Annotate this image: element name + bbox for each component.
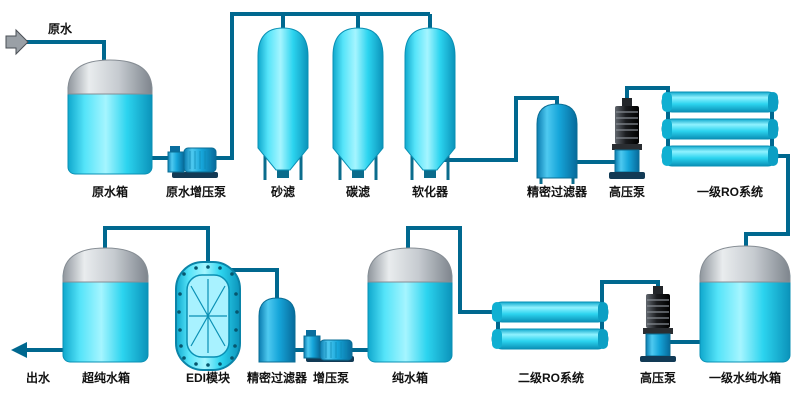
label-edi-module: EDI模块 [186,370,231,385]
label-precision-filter-2: 精密过滤器 [247,370,308,385]
pure-water-tank [367,247,453,363]
label-raw-water-tank: 原水箱 [92,184,128,199]
precision-filter-2-vessel [258,297,296,363]
label-precision-filter-1: 精密过滤器 [527,184,588,199]
label-high-pressure-pump-2: 高压泵 [640,370,676,385]
label-ro-stage-1: 一级RO系统 [697,184,763,199]
booster-pump-2-unit [303,330,354,362]
precision-filter-1-vessel [536,103,578,184]
label-ro-stage-2: 二级RO系统 [518,370,584,385]
edi-module-unit [175,261,241,371]
high-pressure-pump-2-unit [640,286,676,362]
edi-bolts [177,265,239,367]
pipe-ro2-to-pure-tank [406,226,498,314]
label-stage1-pure-tank: 一级水纯水箱 [709,370,781,385]
label-sand-filter: 砂滤 [270,184,295,199]
stage1-pure-water-tank [699,245,791,363]
raw-water-booster-pump [167,146,218,178]
label-ultra-pure-tank: 超纯水箱 [81,370,130,385]
outlet-arrow-icon [11,342,27,358]
label-water-outlet: 出水 [26,370,51,385]
ro-stage-2-membranes [491,301,609,350]
label-booster-pump-2: 增压泵 [313,370,349,385]
high-pressure-pump-1-unit [609,98,645,179]
pipe-filter2-to-edi [228,268,279,302]
pipe-edi-to-ultra-tank [103,226,210,264]
pipe-softener-to-filter1 [438,96,559,162]
label-high-pressure-pump-1: 高压泵 [609,184,645,199]
inlet-arrow-icon [5,28,29,56]
sand-filter-vessel [256,26,310,182]
label-pure-water-tank: 纯水箱 [392,370,428,385]
pipe-ro1-to-stage1-tank [744,154,790,254]
label-softener: 软化器 [412,184,449,199]
ro-stage-1-membranes [661,91,779,167]
labels: 原水 原水箱 原水增压泵 砂滤 碳滤 软化器 精密过滤器 高压泵 一级RO系统 … [26,21,781,385]
raw-water-tank [67,59,153,175]
softener-vessel [403,26,457,182]
label-raw-water: 原水 [48,21,73,36]
pipe-booster-to-header [212,12,430,160]
label-carbon-filter: 碳滤 [346,184,370,199]
ultra-pure-water-tank [62,247,149,363]
label-raw-booster-pump: 原水增压泵 [166,184,226,199]
carbon-filter-vessel [331,26,385,182]
